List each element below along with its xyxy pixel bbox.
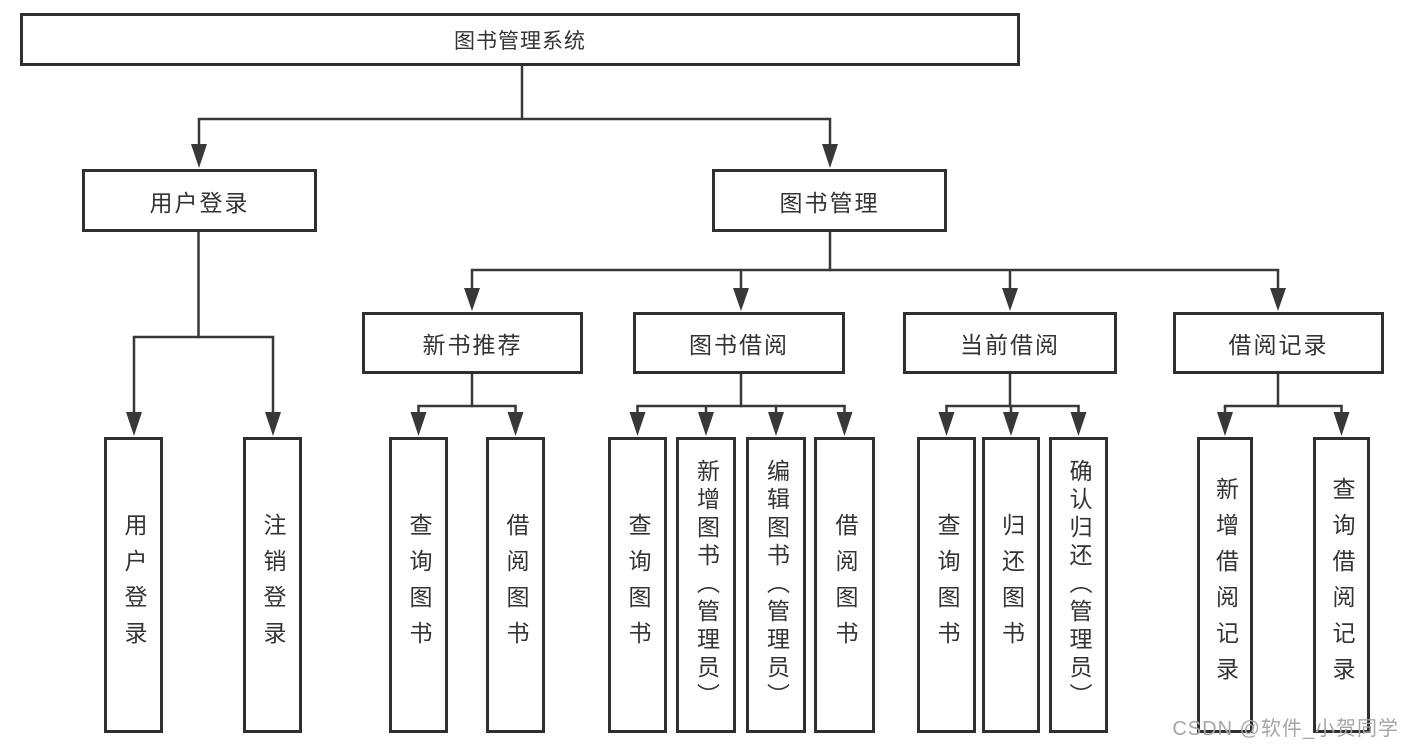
- leaf-edit-book-admin: 编辑图书（管理员）: [746, 437, 806, 733]
- node-library-management-system: 图书管理系统: [20, 13, 1020, 66]
- node-label: 图书管理系统: [454, 29, 586, 53]
- node-label: 新书推荐: [422, 332, 523, 358]
- node-label: 查询图书: [625, 513, 651, 657]
- leaf-borrow-books: 借阅图书: [814, 437, 875, 733]
- node-label: 新增借阅记录: [1212, 477, 1239, 693]
- node-current-borrowing: 当前借阅: [903, 312, 1117, 374]
- node-label: 用户登录: [149, 189, 250, 216]
- node-book-management: 图书管理: [712, 169, 947, 232]
- leaf-add-book-admin: 新增图书（管理员）: [676, 437, 736, 733]
- node-label: 借阅记录: [1228, 332, 1329, 358]
- leaf-return-book: 归还图书: [982, 437, 1040, 733]
- leaf-query-books: 查询图书: [389, 437, 448, 733]
- leaf-add-borrow-record: 新增借阅记录: [1197, 437, 1253, 733]
- node-label: 当前借阅: [960, 332, 1060, 358]
- node-label: 图书管理: [779, 189, 880, 216]
- node-label: 查询图书: [934, 513, 960, 657]
- csdn-watermark: CSDN @软件_小贺同学: [1172, 718, 1399, 740]
- leaf-query-books: 查询图书: [917, 437, 976, 733]
- node-label: 编辑图书（管理员）: [763, 459, 790, 711]
- node-label: 确认归还（管理员）: [1066, 459, 1092, 711]
- node-label: 借阅图书: [503, 513, 529, 657]
- node-borrowing-records: 借阅记录: [1173, 312, 1384, 374]
- leaf-query-borrow-record: 查询借阅记录: [1313, 437, 1370, 733]
- node-label: 新增图书（管理员）: [693, 459, 720, 711]
- node-label: 查询借阅记录: [1329, 477, 1355, 693]
- node-user-login: 用户登录: [82, 169, 317, 232]
- node-label: 注销登录: [260, 513, 286, 657]
- node-label: 查询图书: [406, 513, 432, 657]
- leaf-query-books: 查询图书: [608, 437, 667, 733]
- node-label: 归还图书: [998, 513, 1025, 657]
- leaf-confirm-return-admin: 确认归还（管理员）: [1049, 437, 1108, 733]
- leaf-user-login: 用户登录: [104, 437, 163, 733]
- leaf-logout: 注销登录: [243, 437, 302, 733]
- node-label: 借阅图书: [832, 513, 858, 657]
- node-new-book-recommendation: 新书推荐: [362, 312, 583, 374]
- node-book-borrowing: 图书借阅: [633, 312, 845, 374]
- node-label: 图书借阅: [689, 332, 789, 358]
- leaf-borrow-books: 借阅图书: [486, 437, 545, 733]
- node-label: 用户登录: [121, 513, 147, 657]
